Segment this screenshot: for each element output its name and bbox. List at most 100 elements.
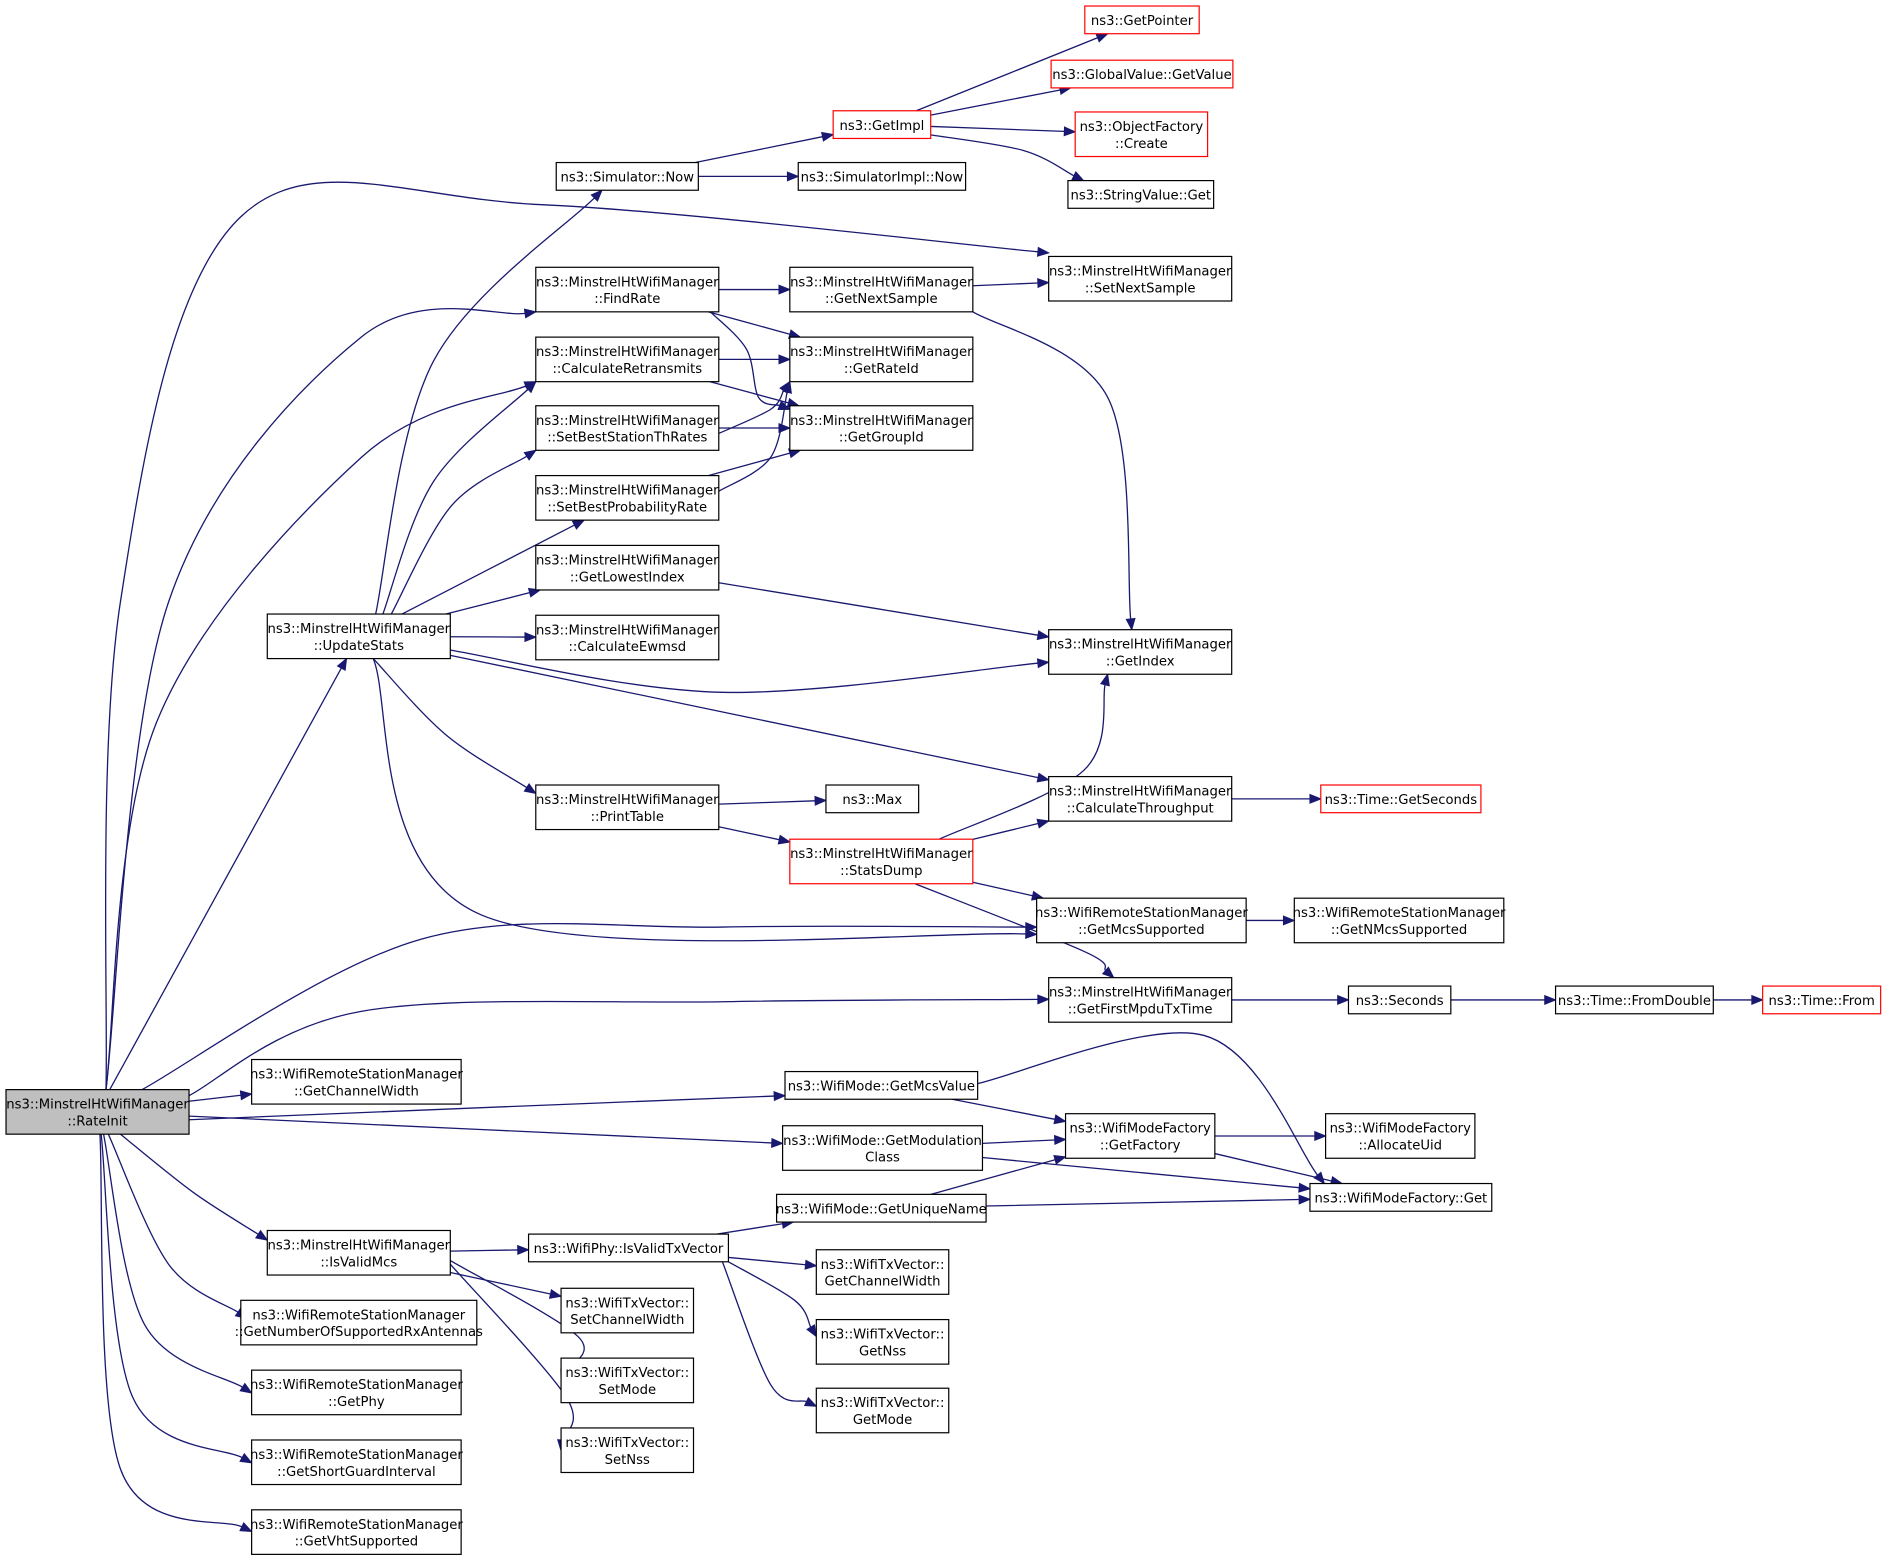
node-label: ns3::WifiModeFactory bbox=[1070, 1122, 1212, 1137]
arrowhead bbox=[804, 1259, 818, 1270]
node-printtable[interactable]: ns3::MinstrelHtWifiManager::PrintTable bbox=[535, 784, 720, 831]
node-label: ns3::MinstrelHtWifiManager bbox=[268, 1239, 451, 1254]
node-box bbox=[251, 1369, 462, 1416]
edge-setbestth-to-getgroupid bbox=[718, 422, 792, 434]
node-label: ::IsValidMcs bbox=[320, 1255, 397, 1270]
node-getimpl[interactable]: ns3::GetImpl bbox=[832, 110, 932, 140]
node-label: GetMode bbox=[853, 1413, 912, 1428]
edge-isvalidtxvector-to-txgetchannelwidth bbox=[728, 1256, 818, 1270]
node-box bbox=[251, 1439, 462, 1486]
node-label: ::GetChannelWidth bbox=[294, 1084, 419, 1099]
node-label: ns3::WifiModeFactory bbox=[1330, 1122, 1472, 1137]
node-getmcsvalue[interactable]: ns3::WifiMode::GetMcsValue bbox=[784, 1070, 979, 1100]
edge-calcretrans-to-getgroupid bbox=[709, 381, 801, 408]
node-isvalidtxvector[interactable]: ns3::WifiPhy::IsValidTxVector bbox=[527, 1233, 730, 1263]
node-setnextsample[interactable]: ns3::MinstrelHtWifiManager::SetNextSampl… bbox=[1048, 255, 1233, 302]
node-ofcreate[interactable]: ns3::ObjectFactory::Create bbox=[1074, 111, 1209, 158]
node-label: ns3::WifiMode::GetModulation bbox=[783, 1134, 982, 1149]
node-getuniquename[interactable]: ns3::WifiMode::GetUniqueName bbox=[776, 1193, 987, 1223]
node-wmfallocuid[interactable]: ns3::WifiModeFactory::AllocateUid bbox=[1325, 1113, 1476, 1159]
node-getnmcssupported[interactable]: ns3::WifiRemoteStationManager::GetNMcsSu… bbox=[1293, 897, 1506, 944]
node-findrate[interactable]: ns3::MinstrelHtWifiManager::FindRate bbox=[535, 266, 720, 313]
arrowhead bbox=[1298, 1182, 1312, 1193]
node-label: ns3::WifiTxVector:: bbox=[821, 1328, 945, 1343]
node-getpointer[interactable]: ns3::GetPointer bbox=[1084, 5, 1200, 35]
node-timefrom[interactable]: ns3::Time::From bbox=[1762, 985, 1882, 1015]
node-getnextsample[interactable]: ns3::MinstrelHtWifiManager::GetNextSampl… bbox=[789, 266, 974, 313]
node-setbestprob[interactable]: ns3::MinstrelHtWifiManager::SetBestProba… bbox=[535, 474, 720, 521]
node-svget[interactable]: ns3::StringValue::Get bbox=[1067, 180, 1215, 209]
edge-statsdump-to-getfirstmpdu bbox=[914, 883, 1115, 979]
node-label: ::CalculateThroughput bbox=[1067, 801, 1214, 816]
node-label: ns3::Time::From bbox=[1768, 994, 1874, 1009]
node-setbestth[interactable]: ns3::MinstrelHtWifiManager::SetBestStati… bbox=[535, 405, 720, 451]
node-statsdump[interactable]: ns3::MinstrelHtWifiManager::StatsDump bbox=[789, 838, 974, 885]
edge-printtable-to-max bbox=[718, 795, 828, 806]
node-timegetseconds[interactable]: ns3::Time::GetSeconds bbox=[1320, 784, 1482, 814]
arrowhead bbox=[523, 782, 537, 795]
node-simnow[interactable]: ns3::Simulator::Now bbox=[555, 161, 699, 191]
arrowhead bbox=[239, 1382, 253, 1394]
node-txgetchannelwidth[interactable]: ns3::WifiTxVector::GetChannelWidth bbox=[815, 1249, 950, 1295]
node-calcretrans[interactable]: ns3::MinstrelHtWifiManager::CalculateRet… bbox=[535, 336, 720, 383]
node-getlowest[interactable]: ns3::MinstrelHtWifiManager::GetLowestInd… bbox=[535, 544, 720, 591]
node-label: ns3::WifiTxVector:: bbox=[565, 1296, 689, 1311]
node-getsgi[interactable]: ns3::WifiRemoteStationManager::GetShortG… bbox=[250, 1439, 463, 1486]
node-rateinit[interactable]: ns3::MinstrelHtWifiManager::RateInit bbox=[5, 1089, 190, 1135]
node-getfirstmpdu[interactable]: ns3::MinstrelHtWifiManager::GetFirstMpdu… bbox=[1048, 977, 1233, 1023]
node-fromdouble[interactable]: ns3::Time::FromDouble bbox=[1554, 985, 1714, 1015]
node-wmfget[interactable]: ns3::WifiModeFactory::Get bbox=[1309, 1182, 1493, 1212]
node-box bbox=[1320, 784, 1482, 814]
arrowhead bbox=[1063, 126, 1077, 137]
edge-rateinit-to-getnumrxant bbox=[107, 1133, 248, 1320]
edge-updatestats-to-setbestth bbox=[390, 449, 537, 615]
arrowhead bbox=[1053, 1114, 1067, 1125]
node-simimplnow[interactable]: ns3::SimulatorImpl::Now bbox=[797, 161, 967, 191]
node-box bbox=[1309, 1182, 1493, 1212]
node-calcthroughput[interactable]: ns3::MinstrelHtWifiManager::CalculateThr… bbox=[1048, 775, 1233, 822]
node-label: ns3::MinstrelHtWifiManager bbox=[536, 345, 719, 360]
node-getnumrxant[interactable]: ns3::WifiRemoteStationManager::GetNumber… bbox=[235, 1299, 483, 1346]
arrowhead bbox=[1298, 1194, 1312, 1205]
node-calcewmsd[interactable]: ns3::MinstrelHtWifiManager::CalculateEwm… bbox=[535, 614, 720, 661]
node-box bbox=[1084, 5, 1200, 35]
edge-statsdump-to-calcthroughput bbox=[972, 818, 1050, 840]
node-box bbox=[535, 266, 720, 313]
node-label: ::GetShortGuardInterval bbox=[277, 1465, 436, 1480]
node-box bbox=[789, 266, 974, 313]
arrowhead bbox=[239, 1522, 253, 1533]
node-box bbox=[5, 1089, 190, 1135]
node-wmfgetfactory[interactable]: ns3::WifiModeFactory::GetFactory bbox=[1064, 1113, 1216, 1159]
arrowhead bbox=[524, 631, 538, 643]
arrowhead bbox=[1071, 170, 1085, 182]
node-max[interactable]: ns3::Max bbox=[825, 784, 920, 814]
node-getmcssupported[interactable]: ns3::WifiRemoteStationManager::GetMcsSup… bbox=[1035, 897, 1248, 944]
arrowhead bbox=[1036, 772, 1051, 783]
node-getrateid[interactable]: ns3::MinstrelHtWifiManager::GetRateId bbox=[789, 336, 974, 383]
node-getindex[interactable]: ns3::MinstrelHtWifiManager::GetIndex bbox=[1048, 629, 1233, 675]
node-getvht[interactable]: ns3::WifiRemoteStationManager::GetVhtSup… bbox=[250, 1509, 463, 1555]
arrowhead bbox=[1036, 658, 1051, 669]
node-seconds[interactable]: ns3::Seconds bbox=[1347, 985, 1452, 1015]
arrowhead bbox=[1337, 994, 1350, 1005]
node-gvgetvalue[interactable]: ns3::GlobalValue::GetValue bbox=[1050, 59, 1234, 89]
node-getphy[interactable]: ns3::WifiRemoteStationManager::GetPhy bbox=[250, 1369, 463, 1416]
node-txsetnss[interactable]: ns3::WifiTxVector::SetNss bbox=[560, 1427, 695, 1474]
node-txsetchannelwidth[interactable]: ns3::WifiTxVector::SetChannelWidth bbox=[560, 1287, 695, 1334]
node-label: ns3::Time::FromDouble bbox=[1558, 994, 1711, 1009]
node-txsetmode[interactable]: ns3::WifiTxVector::SetMode bbox=[560, 1357, 695, 1404]
node-getchannelwidth[interactable]: ns3::WifiRemoteStationManager::GetChanne… bbox=[250, 1058, 463, 1105]
edge-rateinit-to-getfirstmpdu bbox=[188, 994, 1051, 1097]
arrowhead bbox=[524, 380, 537, 394]
node-isvalidmcs[interactable]: ns3::MinstrelHtWifiManager::IsValidMcs bbox=[266, 1229, 451, 1276]
node-label: ::GetVhtSupported bbox=[295, 1535, 419, 1550]
node-updatestats[interactable]: ns3::MinstrelHtWifiManager::UpdateStats bbox=[266, 613, 451, 660]
node-label: ::GetFactory bbox=[1100, 1139, 1181, 1154]
arrowhead bbox=[1037, 994, 1051, 1005]
node-box bbox=[527, 1233, 730, 1263]
node-txgetmode[interactable]: ns3::WifiTxVector::GetMode bbox=[815, 1387, 950, 1434]
node-txgetnss[interactable]: ns3::WifiTxVector::GetNss bbox=[815, 1318, 950, 1365]
node-getgroupid[interactable]: ns3::MinstrelHtWifiManager::GetGroupId bbox=[789, 405, 974, 451]
